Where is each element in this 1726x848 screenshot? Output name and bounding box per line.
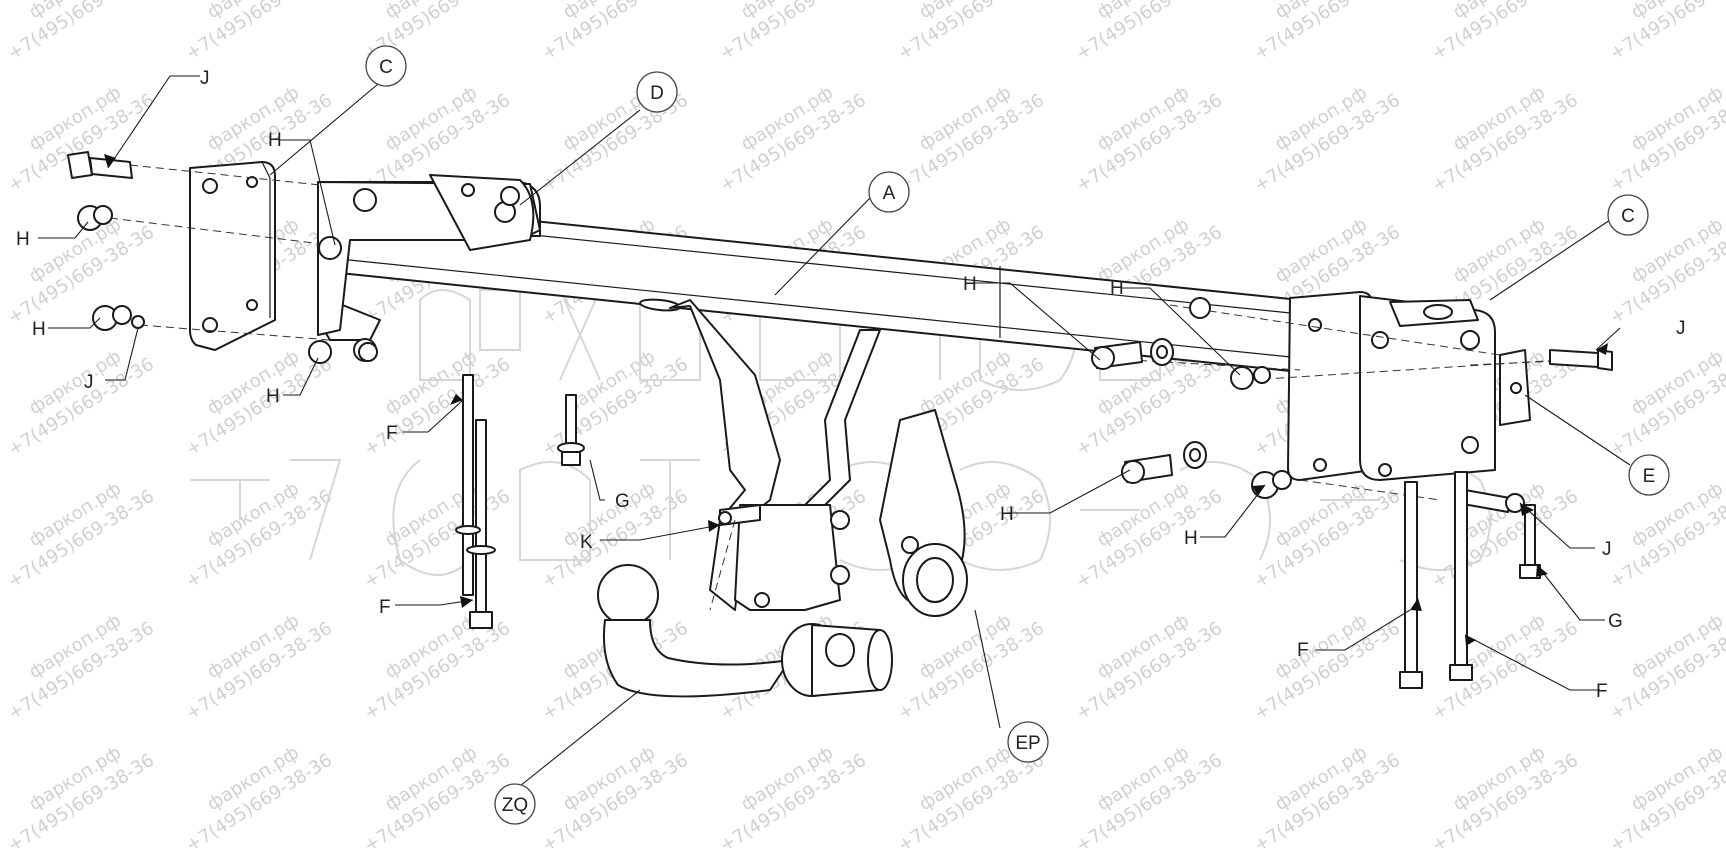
watermark-tile: фаркоп.рф+7(495)669-38-36	[1250, 610, 1404, 724]
right-side-plates	[1287, 291, 1531, 481]
watermark-tile: фаркоп.рф+7(495)669-38-36	[1606, 346, 1726, 460]
watermark-tile: фаркоп.рф+7(495)669-38-36	[1428, 0, 1582, 65]
label-f-left-bottom: F	[379, 597, 391, 618]
watermark-tile: фаркоп.рф+7(495)669-38-36	[894, 610, 1048, 724]
watermark-tile: фаркоп.рф+7(495)669-38-36	[1428, 82, 1582, 196]
left-side-plate	[189, 161, 276, 351]
watermark-tile: фаркоп.рф+7(495)669-38-36	[716, 82, 870, 196]
label-k: K	[580, 532, 593, 553]
callout-c-right-label: C	[1621, 206, 1635, 227]
arrowheads	[104, 154, 1608, 646]
label-j-right: J	[1602, 539, 1612, 560]
tow-ball-neck	[597, 564, 893, 698]
watermark-tile: фаркоп.рф+7(495)669-38-36	[538, 0, 692, 65]
watermark-tile: фаркоп.рф+7(495)669-38-36	[1428, 742, 1582, 848]
watermark-tile: фаркоп.рф+7(495)669-38-36	[4, 478, 158, 592]
watermark-tile: фаркоп.рф+7(495)669-38-36	[716, 742, 870, 848]
watermark-tile: фаркоп.рф+7(495)669-38-36	[1428, 610, 1582, 724]
callout-c-right: C	[1607, 194, 1649, 236]
watermark-tile: фаркоп.рф+7(495)669-38-36	[4, 742, 158, 848]
watermark-tile: фаркоп.рф+7(495)669-38-36	[182, 478, 336, 592]
label-h-left-top: H	[268, 130, 282, 151]
label-f-right-1: F	[1297, 640, 1309, 661]
label-h-center-4: H	[1184, 528, 1198, 549]
watermark-tile: фаркоп.рф+7(495)669-38-36	[182, 0, 336, 65]
watermark-tile: фаркоп.рф+7(495)669-38-36	[1250, 0, 1404, 65]
callout-zq-label: ZQ	[502, 795, 528, 816]
watermark-tile: фаркоп.рф+7(495)669-38-36	[4, 346, 158, 460]
label-h-left-bottom: H	[266, 386, 280, 407]
tow-bracket-arms	[669, 299, 881, 611]
watermark-tile: фаркоп.рф+7(495)669-38-36	[4, 610, 158, 724]
label-j-top-left: J	[200, 68, 210, 89]
label-h-left-mid: H	[16, 229, 30, 250]
callout-ep-label: EP	[1015, 733, 1040, 754]
watermark-tile: фаркоп.рф+7(495)669-38-36	[1072, 82, 1226, 196]
fasteners	[67, 151, 1613, 689]
label-j-left: J	[84, 372, 94, 393]
watermark-tile: фаркоп.рф+7(495)669-38-36	[894, 0, 1048, 65]
label-j-right-top: J	[1676, 318, 1686, 339]
watermark-tile: фаркоп.рф+7(495)669-38-36	[182, 742, 336, 848]
watermark-tile: фаркоп.рф+7(495)669-38-36	[1072, 0, 1226, 65]
callout-e-label: E	[1643, 466, 1656, 487]
watermark-tile: фаркоп.рф+7(495)669-38-36	[360, 742, 514, 848]
label-g-center: G	[615, 491, 630, 512]
watermark-tile: фаркоп.рф+7(495)669-38-36	[1606, 742, 1726, 848]
callout-d-label: D	[650, 83, 664, 104]
watermark-tile: фаркоп.рф+7(495)669-38-36	[1072, 742, 1226, 848]
label-h-center-2: H	[1110, 278, 1124, 299]
watermark-tile: фаркоп.рф+7(495)669-38-36	[538, 742, 692, 848]
label-h-center-3: H	[1000, 504, 1014, 525]
watermark-tile: фаркоп.рф+7(495)669-38-36	[538, 346, 692, 460]
watermark-tile: фаркоп.рф+7(495)669-38-36	[1606, 82, 1726, 196]
watermark-tile: фаркоп.рф+7(495)669-38-36	[182, 610, 336, 724]
label-h-center-1: H	[963, 274, 977, 295]
label-f-left-top: F	[386, 423, 398, 444]
socket-plate	[879, 409, 968, 617]
watermark-tile: фаркоп.рф+7(495)669-38-36	[894, 82, 1048, 196]
callout-e: E	[1628, 454, 1670, 496]
callout-c-left: C	[365, 45, 407, 87]
watermark-tile: фаркоп.рф+7(495)669-38-36	[1072, 478, 1226, 592]
watermark-tile: фаркоп.рф+7(495)669-38-36	[1606, 0, 1726, 65]
watermark-phone: +7(495)669-38-36	[1606, 0, 1726, 65]
callout-a: A	[868, 171, 910, 213]
leader-lines	[38, 75, 1631, 791]
callout-zq: ZQ	[494, 783, 536, 825]
watermark-tile: фаркоп.рф+7(495)669-38-36	[716, 0, 870, 65]
label-f-right-2: F	[1596, 681, 1608, 702]
callout-d: D	[636, 71, 678, 113]
callout-ep: EP	[1007, 721, 1049, 763]
watermark-tile: фаркоп.рф+7(495)669-38-36	[1250, 82, 1404, 196]
watermark-tile: фаркоп.рф+7(495)669-38-36	[1250, 742, 1404, 848]
label-h-left-low: H	[32, 319, 46, 340]
callout-c-left-label: C	[379, 57, 393, 78]
callout-a-label: A	[883, 183, 896, 204]
watermark-tile: фаркоп.рф+7(495)669-38-36	[4, 0, 158, 65]
watermark-tile: фаркоп.рф+7(495)669-38-36	[1072, 610, 1226, 724]
watermark-tile: фаркоп.рф+7(495)669-38-36	[1428, 478, 1582, 592]
label-g-right: G	[1608, 611, 1623, 632]
